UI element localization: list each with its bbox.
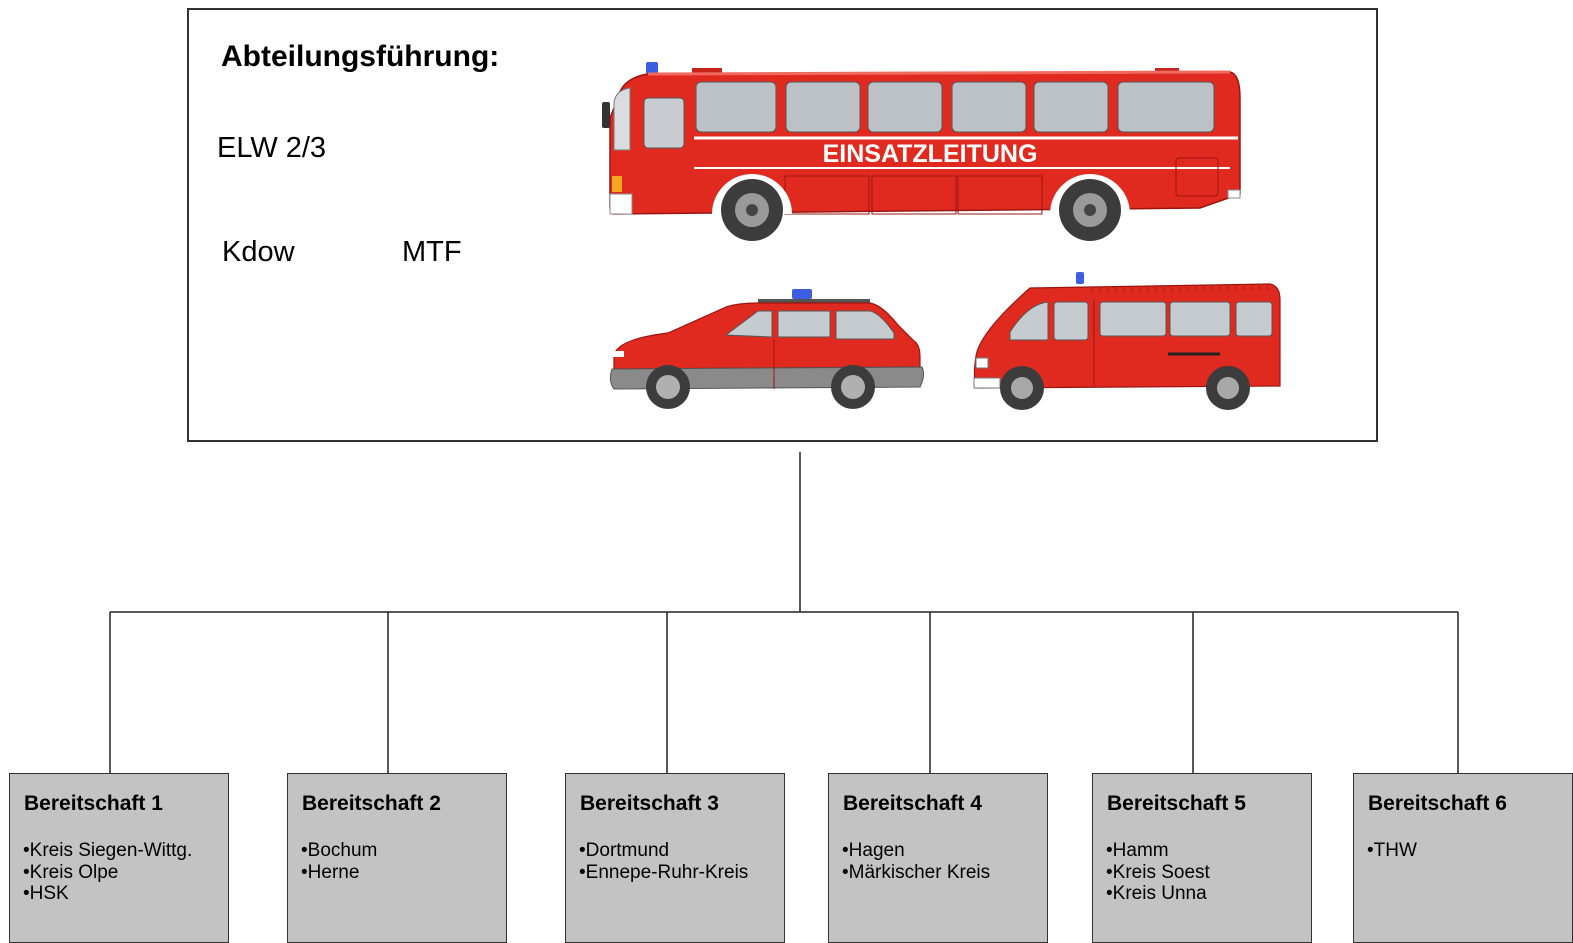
unit-box-3: Bereitschaft 3 Dortmund Ennepe-Ruhr-Krei…: [565, 773, 785, 943]
unit-title-5: Bereitschaft 5: [1107, 792, 1246, 815]
unit-item: Kreis Soest: [1106, 862, 1210, 884]
unit-box-1: Bereitschaft 1 Kreis Siegen-Wittg. Kreis…: [9, 773, 229, 943]
mtf-label: MTF: [402, 236, 462, 268]
unit-box-4: Bereitschaft 4 Hagen Märkischer Kreis: [828, 773, 1048, 943]
unit-box-5: Bereitschaft 5 Hamm Kreis Soest Kreis Un…: [1092, 773, 1312, 943]
command-bus-image: EINSATZLEITUNG: [602, 62, 1241, 241]
unit-item: THW: [1367, 840, 1417, 862]
unit-list-1: Kreis Siegen-Wittg. Kreis Olpe HSK: [23, 840, 193, 905]
unit-title-2: Bereitschaft 2: [302, 792, 441, 815]
unit-item: Kreis Olpe: [23, 862, 192, 884]
unit-title-1: Bereitschaft 1: [24, 792, 163, 815]
leadership-title: Abteilungsführung:: [221, 40, 500, 73]
unit-item: Ennepe-Ruhr-Kreis: [579, 862, 749, 884]
unit-item: Herne: [301, 862, 377, 884]
unit-list-4: Hagen Märkischer Kreis: [842, 840, 990, 883]
kdow-label: Kdow: [222, 236, 295, 268]
unit-title-4: Bereitschaft 4: [843, 792, 982, 815]
elw-label: ELW 2/3: [217, 132, 327, 164]
unit-item: Hamm: [1106, 840, 1210, 862]
unit-title-6: Bereitschaft 6: [1368, 792, 1507, 815]
unit-item: Märkischer Kreis: [842, 862, 990, 884]
unit-item: HSK: [23, 883, 192, 905]
unit-list-3: Dortmund Ennepe-Ruhr-Kreis: [579, 840, 749, 884]
bus-lettering: EINSATZLEITUNG: [823, 140, 1038, 168]
unit-title-3: Bereitschaft 3: [580, 792, 719, 815]
unit-item: Bochum: [301, 840, 378, 862]
unit-box-6: Bereitschaft 6 THW: [1353, 773, 1573, 943]
mtf-van-image: [973, 272, 1281, 410]
unit-item: Hagen: [842, 840, 990, 862]
kdow-car-image: [609, 289, 925, 409]
unit-list-6: THW: [1367, 840, 1417, 862]
unit-item: Kreis Siegen-Wittg.: [23, 840, 193, 862]
unit-box-2: Bereitschaft 2 Bochum Herne: [287, 773, 507, 943]
unit-list-2: Bochum Herne: [301, 840, 378, 884]
unit-item: Kreis Unna: [1106, 883, 1210, 905]
unit-item: Dortmund: [579, 840, 748, 862]
unit-list-5: Hamm Kreis Soest Kreis Unna: [1106, 840, 1210, 905]
